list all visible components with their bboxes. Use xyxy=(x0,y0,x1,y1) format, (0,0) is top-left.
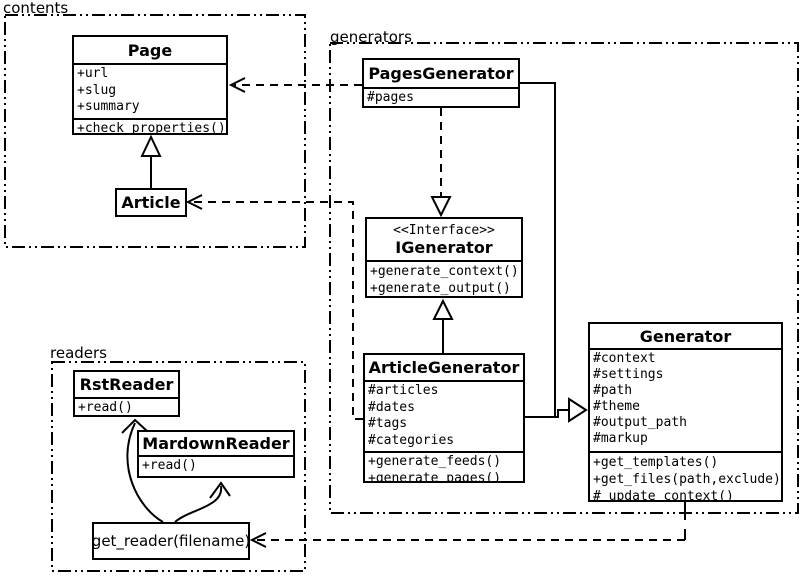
method-row: +read() xyxy=(78,400,133,415)
attribute-row: #pages xyxy=(367,90,414,105)
method-row: +generate_output() xyxy=(370,281,511,296)
class-generator: Generator #context #settings #path #them… xyxy=(588,322,783,502)
attribute-row: #settings xyxy=(593,367,664,382)
class-article: Article xyxy=(115,188,187,217)
attribute-row: +url xyxy=(77,66,109,81)
generalization-articlegenerator-to-igenerator-arrowhead xyxy=(432,298,454,320)
method-row: +read() xyxy=(142,458,197,473)
class-rstreader: RstReader +read() xyxy=(73,370,180,417)
class-igenerator: <<Interface>> IGenerator +generate_conte… xyxy=(365,217,523,298)
attribute-row: #tags xyxy=(368,416,408,431)
attribute-row: #markup xyxy=(593,431,648,446)
attribute-row: +slug xyxy=(77,82,117,98)
class-pagesgenerator-attributes: #pages xyxy=(364,87,518,106)
generalization-to-generator-arrowhead xyxy=(568,397,588,423)
class-pagesgenerator: PagesGenerator #pages xyxy=(362,58,520,108)
class-article-name: Article xyxy=(121,193,181,212)
realization-pagesgenerator-to-igenerator-arrowhead xyxy=(430,196,452,218)
class-generator-attributes: #context #settings #path #theme #output_… xyxy=(590,348,781,451)
class-articlegenerator-methods: +generate_feeds() +generate_pages() xyxy=(365,451,523,481)
method-row: +generate_context() xyxy=(370,264,519,279)
class-page-methods: +check_properties() xyxy=(74,118,226,133)
attribute-row: #context xyxy=(593,351,656,366)
attribute-row: #output_path xyxy=(593,415,687,430)
class-page: Page +url +slug +summary +check_properti… xyxy=(72,35,228,135)
attribute-row: +summary xyxy=(77,99,140,114)
class-igenerator-name: IGenerator xyxy=(395,237,493,257)
class-generator-methods: +get_templates() +get_files(path,exclude… xyxy=(590,451,781,500)
method-row: +get_files(path,exclude) xyxy=(593,472,781,487)
dependency-articlegenerator-to-article-arrowhead xyxy=(185,194,203,210)
attribute-row: #path xyxy=(593,383,633,398)
class-mardownreader-name: MardownReader xyxy=(142,434,290,453)
package-label-contents: contents xyxy=(3,0,69,17)
function-get-reader: get_reader(filename) xyxy=(92,522,250,560)
package-label-readers: readers xyxy=(50,344,107,362)
class-igenerator-stereotype: <<Interface>> xyxy=(393,222,495,238)
class-articlegenerator-name: ArticleGenerator xyxy=(368,358,520,377)
method-row: #_update_context() xyxy=(593,489,734,500)
class-page-attributes: +url +slug +summary xyxy=(74,63,226,118)
class-generator-name: Generator xyxy=(639,326,732,346)
class-igenerator-title: <<Interface>> IGenerator xyxy=(367,219,521,260)
class-rstreader-name: RstReader xyxy=(79,375,174,394)
method-row: +get_templates() xyxy=(593,455,719,470)
generalization-article-to-page-arrowhead xyxy=(140,134,162,157)
class-igenerator-methods: +generate_context() +generate_output() xyxy=(367,260,521,296)
method-row: +check_properties() xyxy=(77,121,226,133)
method-row: +generate_pages() xyxy=(368,470,502,482)
class-pagesgenerator-name: PagesGenerator xyxy=(368,64,514,83)
class-mardownreader: MardownReader +read() xyxy=(137,430,295,478)
generalization-articlegenerator-to-generator-line xyxy=(525,409,569,418)
attribute-row: #categories xyxy=(368,432,455,448)
class-articlegenerator: ArticleGenerator #articles #dates #tags … xyxy=(363,353,525,483)
method-row: +generate_feeds() xyxy=(368,454,502,469)
class-mardownreader-methods: +read() xyxy=(139,455,293,476)
dependency-pagesgenerator-to-page-arrowhead xyxy=(228,77,246,93)
class-page-name: Page xyxy=(127,40,173,60)
attribute-row: #theme xyxy=(593,399,640,414)
package-label-generators: generators xyxy=(330,28,412,46)
dependency-articlegenerator-to-article-line xyxy=(191,201,363,420)
dependency-generator-to-getreader-arrowhead xyxy=(249,532,267,548)
attribute-row: #articles xyxy=(368,383,439,398)
association-getreader-to-mardownreader-arrowhead xyxy=(209,481,231,499)
class-articlegenerator-attributes: #articles #dates #tags #categories xyxy=(365,380,523,451)
class-rstreader-methods: +read() xyxy=(75,397,178,415)
association-getreader-to-mardownreader-curve xyxy=(174,485,223,523)
attribute-row: #dates xyxy=(368,399,415,415)
function-get-reader-label: get_reader(filename) xyxy=(91,532,251,550)
